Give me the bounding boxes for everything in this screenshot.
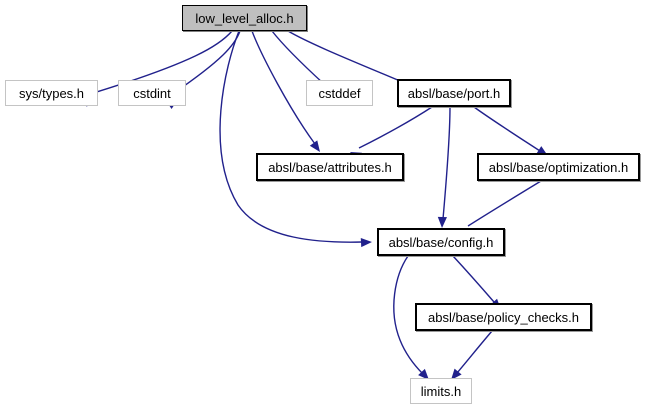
arrowhead [437,216,447,228]
arrowhead [418,368,429,380]
node-limits[interactable]: limits.h [410,378,472,404]
edge-config-to-limits [393,255,429,380]
edge-low_level_alloc-to-config [219,30,372,248]
node-cstdint[interactable]: cstdint [118,80,186,106]
node-label: absl/base/port.h [407,85,501,101]
node-label: sys/types.h [18,85,85,101]
arrowhead [360,237,372,248]
node-label: absl/base/config.h [388,234,494,250]
arrowhead [451,368,462,380]
node-low_level_alloc[interactable]: low_level_alloc.h [182,5,307,31]
node-policy_checks[interactable]: absl/base/policy_checks.h [415,303,592,331]
node-cstddef[interactable]: cstddef [306,80,373,106]
node-label: absl/base/policy_checks.h [427,309,580,325]
node-optimization[interactable]: absl/base/optimization.h [477,153,640,181]
node-port[interactable]: absl/base/port.h [397,79,511,107]
node-label: absl/base/attributes.h [268,159,392,175]
node-config[interactable]: absl/base/config.h [377,228,505,256]
node-label: cstddef [318,85,361,101]
node-label: limits.h [420,383,462,399]
edge-low_level_alloc-to-attributes [251,30,320,152]
edge-port-to-optimization [473,106,548,156]
edge-policy_checks-to-limits [451,330,493,380]
node-attributes[interactable]: absl/base/attributes.h [256,153,404,181]
node-label: cstdint [133,85,171,101]
node-sys_types[interactable]: sys/types.h [5,80,98,106]
node-label: low_level_alloc.h [195,10,294,26]
edge-port-to-config [437,106,451,228]
arrowhead [309,140,320,152]
node-label: absl/base/optimization.h [488,159,629,175]
